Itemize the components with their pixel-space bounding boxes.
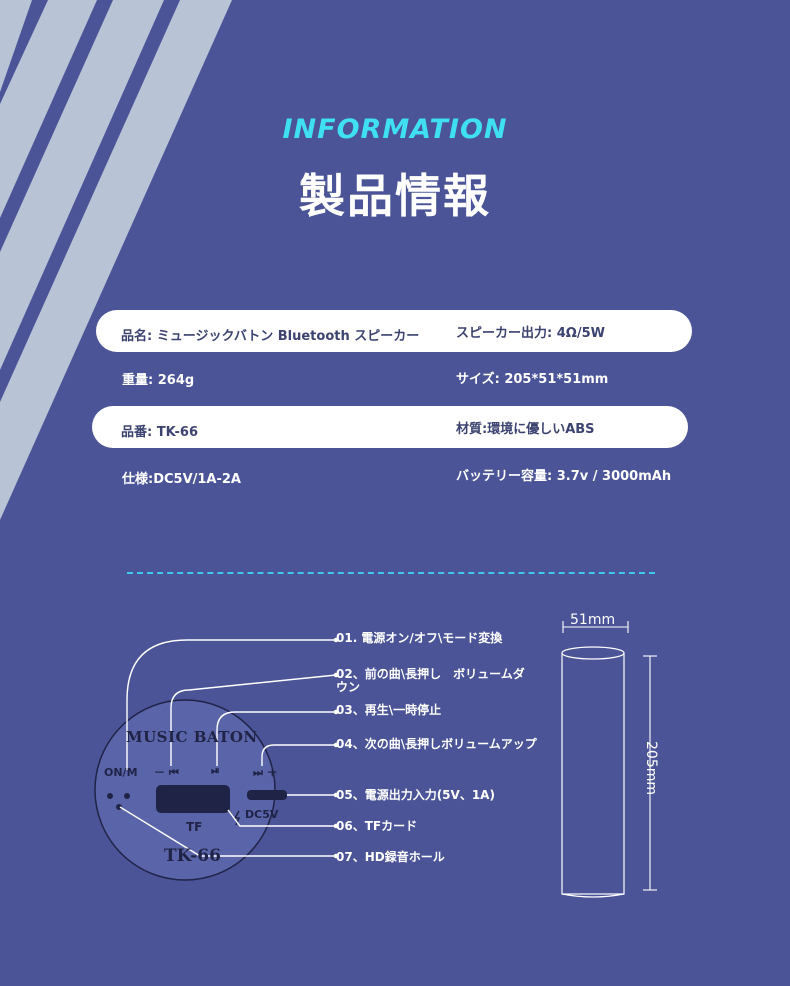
dim-width: 51mm [570,612,616,628]
callout-next: 04、次の曲\長押しボリュームアップ [336,737,537,751]
power-bolt-icon [233,810,241,826]
height-dimension [643,655,657,891]
spec-size: サイズ: 205*51*51mm [456,372,609,387]
mic-hole [124,793,130,799]
spec-row-3-pill [92,406,688,448]
prev-icon: － ⏮ [154,766,179,779]
spec-weight: 重量: 264g [122,373,195,388]
section-divider [127,572,655,574]
callout-prev: 02、前の曲\長押し ボリュームダウン [336,667,525,694]
title-japanese: 製品情報 [299,169,491,223]
callout-mic: 07、HD録音ホール [336,850,445,864]
mic-hole [116,804,122,810]
callout-tf-card: 06、TFカード [336,819,418,833]
next-icon: ⏭ ＋ [253,766,278,779]
callout-power-io: 05、電源出力入力(5V、1A) [336,788,495,802]
callout-power: 01. 電源オン/オフ\モード変換 [336,631,503,645]
dim-height: 205mm [643,741,659,795]
speaker-cylinder [561,646,625,898]
width-dimension [562,621,629,633]
spec-voltage: 仕様:DC5V/1A-2A [122,472,241,487]
diagram-lines [94,621,657,898]
dc5v-label: DC5V [245,808,279,821]
mic-hole [107,793,113,799]
tf-slot [156,785,230,813]
disk-brand: MUSIC BATON [126,728,258,746]
spec-row-1-pill [96,310,692,352]
tf-label: TF [186,820,203,834]
callout-play: 03、再生\一時停止 [336,703,442,717]
title-english: INFORMATION [282,114,508,145]
speaker-diagram: MUSIC BATON TK-66 ON/M － ⏮ ⏯ ⏭ ＋ TF DC5V… [0,590,790,986]
on-m-label: ON/M [104,766,138,779]
dc-port [247,790,287,800]
play-pause-icon: ⏯ [211,764,220,777]
spec-battery: バッテリー容量: 3.7v / 3000mAh [456,469,672,484]
spec-material: 材質:環境に優しいABS [456,422,595,437]
disk-model: TK-66 [164,846,221,866]
spec-output: スピーカー出力: 4Ω/5W [456,326,605,341]
spec-name: 品名: ミュージックバトン Bluetooth スピーカー [121,329,420,344]
spec-model: 品番: TK-66 [121,425,199,440]
